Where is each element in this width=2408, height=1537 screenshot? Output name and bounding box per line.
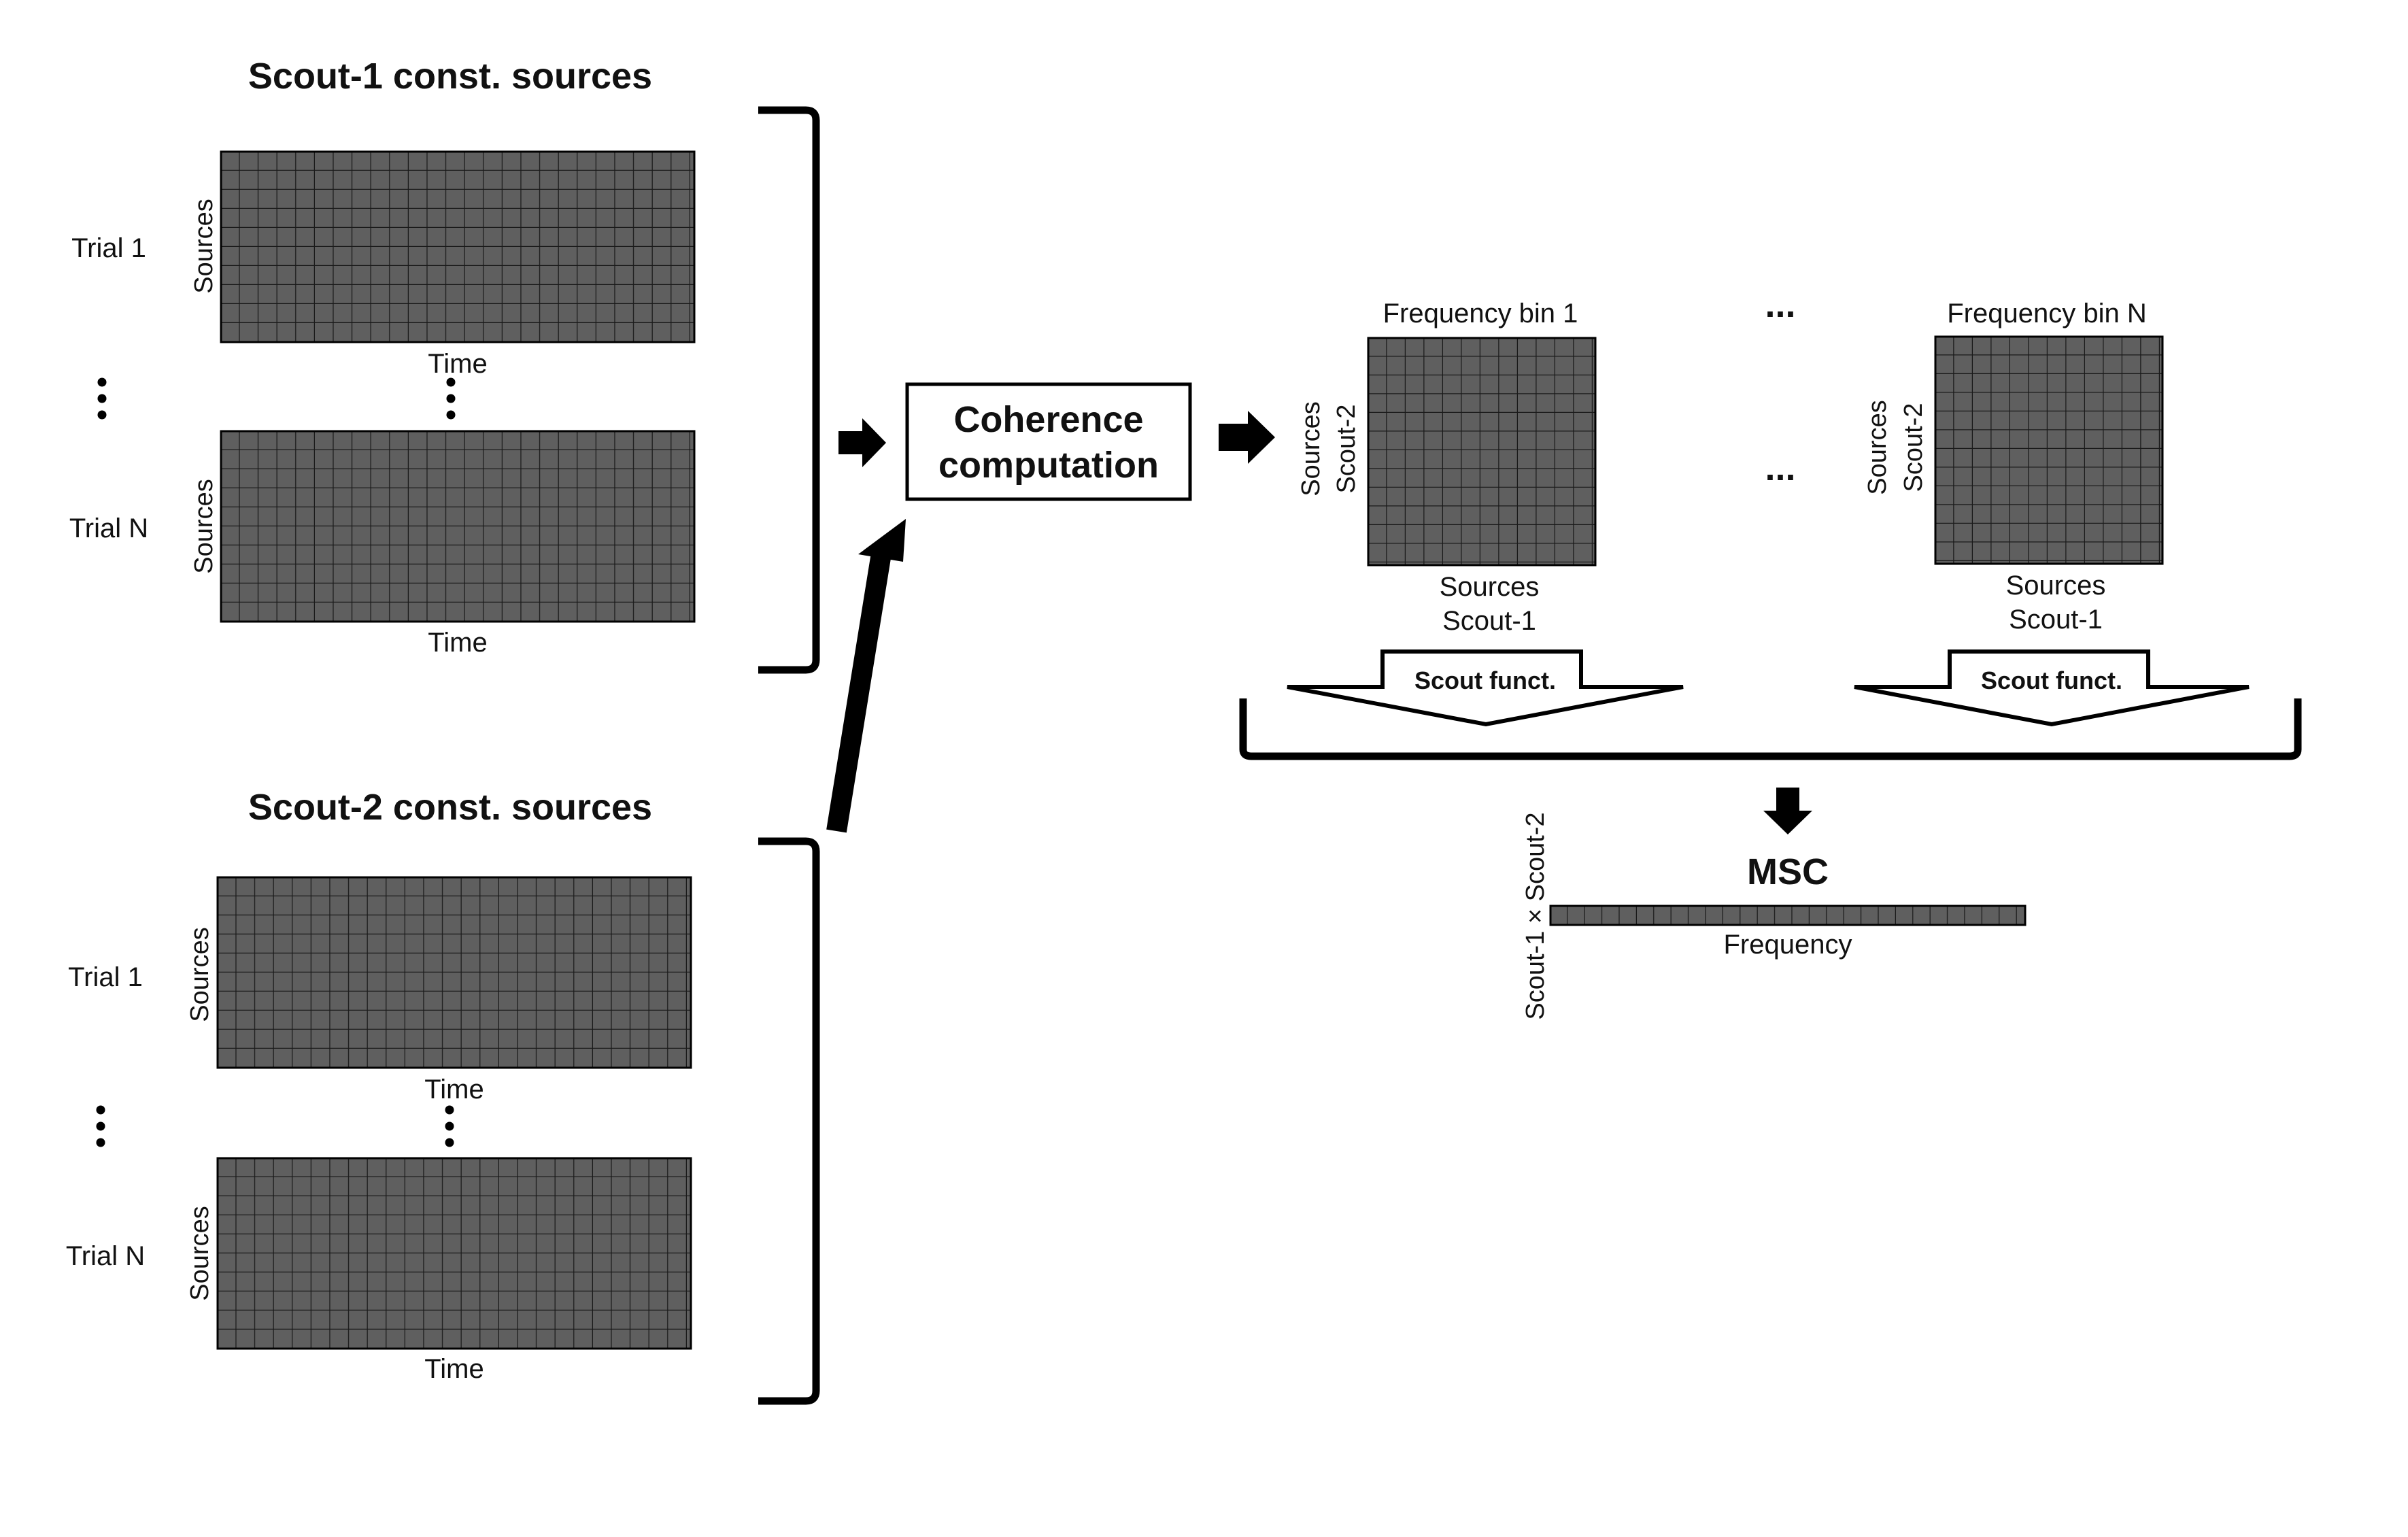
coherence-label-line1: Coherence [953, 399, 1143, 440]
scout1-right-bracket [758, 106, 820, 674]
scout-funct-arrow-bin1 [1287, 649, 1684, 727]
scout2-trial1-time-label: Time [424, 1075, 484, 1104]
freq-bin1-xlabel-scout1: Scout-1 [1442, 606, 1536, 636]
scout1-trial1-time-label: Time [428, 349, 487, 379]
scout2-trialN-matrix [216, 1157, 692, 1350]
scout1-vertical-ellipsis-center [446, 377, 456, 420]
scout1-trial1-matrix [220, 150, 696, 343]
scout2-trial1-sources-label: Sources [186, 927, 214, 1021]
freq-binN-xlabel-scout1: Scout-1 [2009, 605, 2103, 635]
scout2-right-bracket [758, 837, 820, 1405]
scout1-vertical-ellipsis-left [97, 377, 107, 420]
scout2-trialN-time-label: Time [424, 1354, 484, 1384]
freq-bin1-matrix [1367, 337, 1597, 567]
scout1-trialN-matrix [220, 430, 696, 623]
scout1-trialN-label: Trial N [69, 513, 148, 543]
msc-ylabel: Scout-1 × Scout-2 [1521, 812, 1550, 1019]
scout2-vertical-ellipsis-center [445, 1105, 454, 1147]
scout1-trial1-label: Trial 1 [71, 233, 146, 263]
scout-funct-label-binN: Scout funct. [1981, 666, 2122, 694]
arrow-down-to-msc [1763, 788, 1812, 834]
scout1-trialN-time-label: Time [428, 628, 487, 658]
freq-bin1-title: Frequency bin 1 [1383, 299, 1578, 328]
scout2-trialN-sources-label: Sources [186, 1206, 214, 1300]
freq-binN-ylabel-scout2: Scout-2 [1899, 403, 1928, 492]
msc-xlabel: Frequency [1724, 930, 1852, 960]
coherence-label-line2: computation [938, 445, 1159, 486]
scout1-title: Scout-1 const. sources [248, 56, 652, 97]
scout2-vertical-ellipsis-left [96, 1105, 105, 1147]
msc-vector [1549, 905, 2027, 926]
scout-funct-label-bin1: Scout funct. [1414, 666, 1556, 694]
coherence-box [905, 382, 1192, 501]
freq-bins-ellipsis-top: ... [1765, 284, 1795, 325]
freq-bin1-ylabel-scout2: Scout-2 [1332, 405, 1361, 494]
freq-bin1-ylabel-sources: Sources [1297, 401, 1325, 496]
scout2-trial1-matrix [216, 876, 692, 1069]
scout2-title: Scout-2 const. sources [248, 787, 652, 828]
freq-bins-ellipsis-middle: ... [1765, 447, 1795, 488]
freq-binN-ylabel-sources: Sources [1863, 400, 1892, 494]
scout-funct-arrow-binN [1854, 649, 2250, 727]
arrow-right-into-coherence [838, 418, 886, 467]
freq-binN-matrix [1934, 335, 2164, 565]
arrow-right-out-of-coherence [1219, 411, 1275, 464]
scout2-trial1-label: Trial 1 [68, 962, 143, 992]
scout1-trial1-sources-label: Sources [190, 199, 218, 293]
arrow-scout2-to-coherence-shaft [826, 556, 891, 833]
scout1-trialN-sources-label: Sources [190, 479, 218, 573]
scout2-trialN-label: Trial N [66, 1241, 145, 1271]
msc-title: MSC [1747, 851, 1829, 892]
arrow-scout2-to-coherence-head [858, 519, 906, 562]
freq-bin1-xlabel-sources: Sources [1440, 572, 1540, 602]
freq-binN-title: Frequency bin N [1947, 299, 2146, 328]
freq-binN-xlabel-sources: Sources [2006, 571, 2106, 601]
freq-bins-bottom-bracket [1239, 698, 2302, 760]
